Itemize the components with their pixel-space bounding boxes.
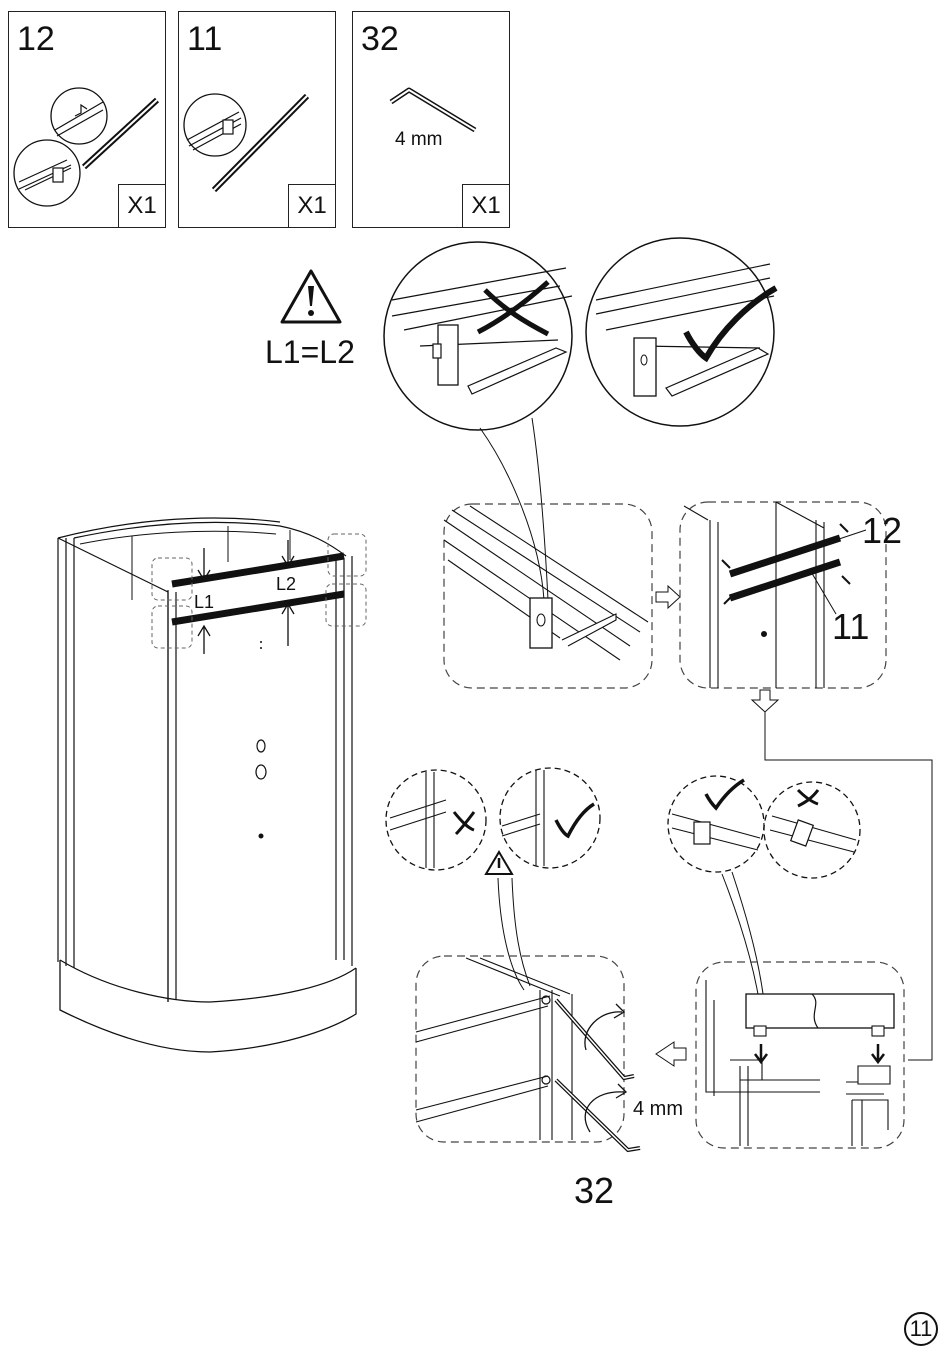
callout-key-size: 4 mm [633,1098,683,1121]
page-number: 11 [910,1316,933,1342]
callout-part-32: 32 [574,1170,614,1212]
page-number-badge: 11 [904,1312,938,1346]
